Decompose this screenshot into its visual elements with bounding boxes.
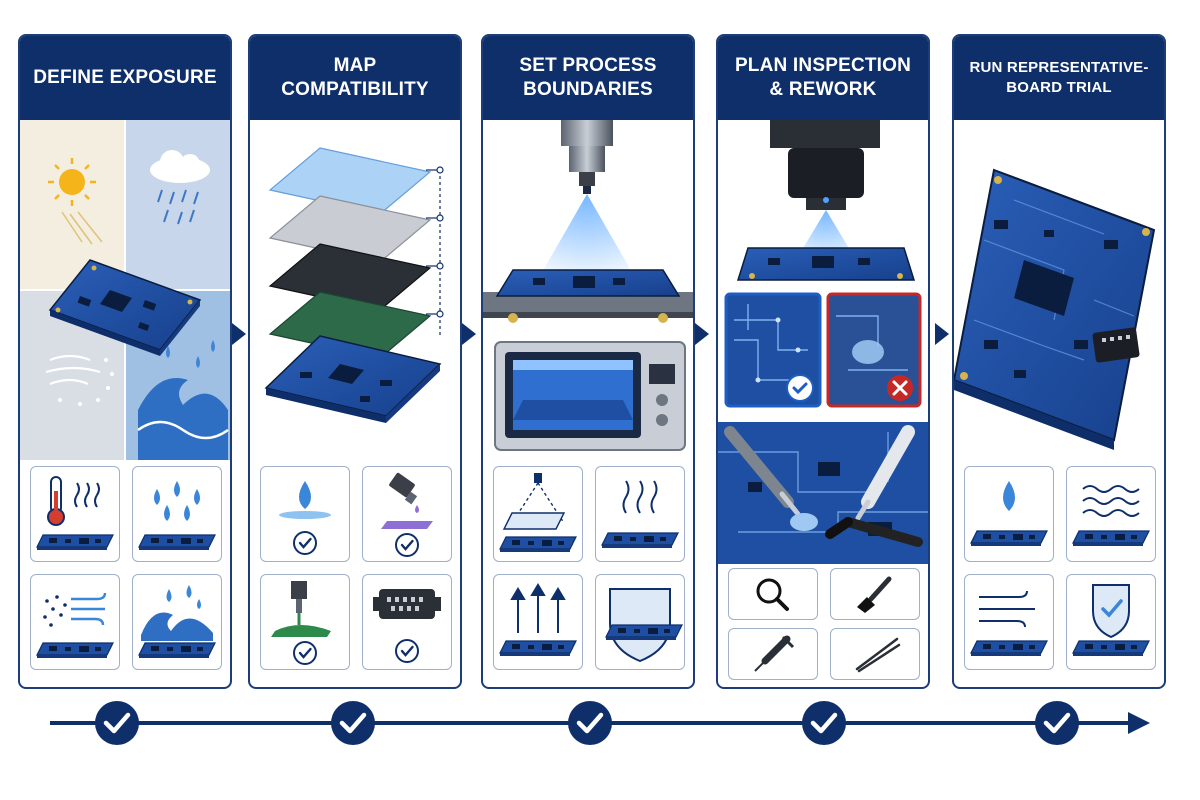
flow-arrow [232,323,246,345]
pcb-board [264,335,442,423]
cure-heat-icon [595,466,685,562]
step-check-icon [568,701,612,745]
rework-photo [718,422,928,564]
step-panel-plan-inspection-rework: Plan Inspection & Rework [716,34,930,689]
inspection-rework-illustration [718,120,928,460]
inspection-pass-image [724,292,822,408]
representative-board-illustration [954,120,1164,460]
dust-wind-icon [30,574,120,670]
rain-cloud-icon [150,150,210,225]
layer-stack-illustration [250,120,460,460]
step-panel-map-compatibility: Map Compatibility [248,34,462,689]
nozzle-coating-icon [260,574,350,670]
step-check-icon [331,701,375,745]
protection-shield-icon [595,574,685,670]
wind-dust-icon [45,354,114,406]
flow-arrow [935,323,949,345]
progress-timeline [0,690,1200,770]
curing-oven [494,341,686,451]
water-droplets-icon [132,466,222,562]
step-title: Map Compatibility [250,36,460,120]
droplet-wetting-icon [260,466,350,562]
step-check-icon [95,701,139,745]
conveyor-board [483,269,693,323]
magnifier-icon [728,568,818,620]
water-droplet-icon [964,466,1054,562]
step-title: Set Process Boundaries [483,36,693,120]
syringe-icon [728,628,818,680]
connector-icon [362,574,452,670]
inspection-fail-image [826,292,922,408]
spray-nozzle [533,120,641,288]
step-panel-set-process-boundaries: Set Process Boundaries [481,34,695,689]
tweezers-icon [830,628,920,680]
pcb-board [48,259,202,356]
sun-icon [48,158,103,245]
water-waves-icon [1066,466,1156,562]
upward-flow-icon [493,574,583,670]
pcb-board [954,168,1156,450]
exposure-illustration [20,120,230,460]
airflow-icon [964,574,1054,670]
step-panel-run-representative-board-trial: Run Representative-Board Trial [952,34,1166,689]
spray-cone-icon [493,466,583,562]
step-title: Define Exposure [20,36,230,120]
step-check-icon [1035,701,1079,745]
dispenser-icon [362,466,452,562]
step-title: Run Representative-Board Trial [954,36,1164,120]
flow-arrow [462,323,476,345]
spray-and-oven-illustration [483,120,693,460]
step-check-icon [802,701,846,745]
brush-icon [830,568,920,620]
shield-check-icon [1066,574,1156,670]
step-title: Plan Inspection & Rework [718,36,928,120]
pcb-board [736,247,916,281]
thermometer-heat-icon [30,466,120,562]
flow-arrow [695,323,709,345]
wave-icon [137,340,229,460]
water-splash-icon [132,574,222,670]
step-panel-define-exposure: Define Exposure [18,34,232,689]
